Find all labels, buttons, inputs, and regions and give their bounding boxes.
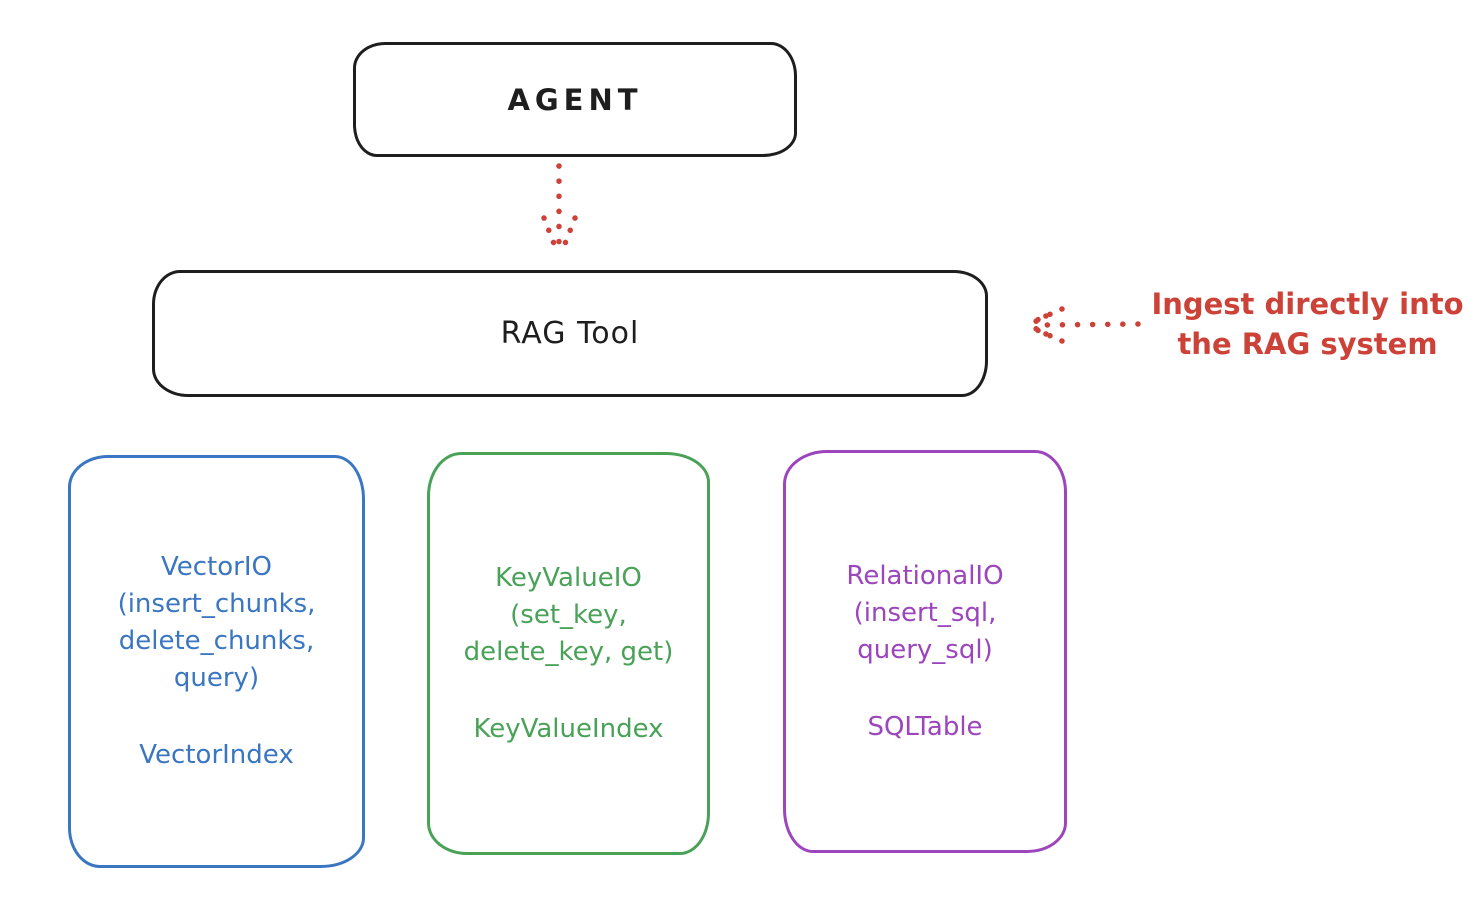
vector-io-method-line: delete_chunks, [118, 626, 315, 656]
rag-tool-label: RAG Tool [500, 316, 640, 351]
keyvalue-io-box: KeyValueIO (set_key, delete_key, get) Ke… [427, 452, 710, 855]
relational-io-title-line: RelationalIO [846, 560, 1004, 591]
relational-io-index-label: SQLTable [867, 711, 983, 742]
agent-to-rag-dotted-arrow-icon [541, 163, 578, 257]
rag-tool-box: RAG Tool [152, 270, 988, 397]
relational-io-method-line: query_sql) [857, 634, 993, 665]
ingest-annotation-line2: the RAG system [1177, 327, 1438, 361]
keyvalue-io-method-line: delete_key, get) [463, 636, 674, 667]
vector-io-method-line: query) [173, 663, 260, 693]
agent-box: AGENT [353, 42, 797, 157]
ingest-dotted-arrow-icon [1025, 306, 1141, 344]
keyvalue-io-title-line: KeyValueIO [495, 562, 642, 593]
ingest-annotation: Ingest directly into the RAG system [1135, 284, 1480, 364]
keyvalue-io-index-label: KeyValueIndex [473, 713, 664, 744]
vector-io-index-label: VectorIndex [139, 740, 294, 770]
vector-io-box: VectorIO (insert_chunks, delete_chunks, … [68, 455, 365, 868]
relational-io-box: RelationalIO (insert_sql, query_sql) SQL… [783, 450, 1067, 853]
vector-io-method-line: (insert_chunks, [117, 589, 316, 619]
vector-io-title-line: VectorIO [161, 552, 272, 582]
ingest-annotation-line1: Ingest directly into [1151, 287, 1464, 321]
relational-io-method-line: (insert_sql, [853, 597, 997, 628]
agent-label: AGENT [507, 82, 643, 117]
keyvalue-io-method-line: (set_key, [510, 599, 627, 630]
